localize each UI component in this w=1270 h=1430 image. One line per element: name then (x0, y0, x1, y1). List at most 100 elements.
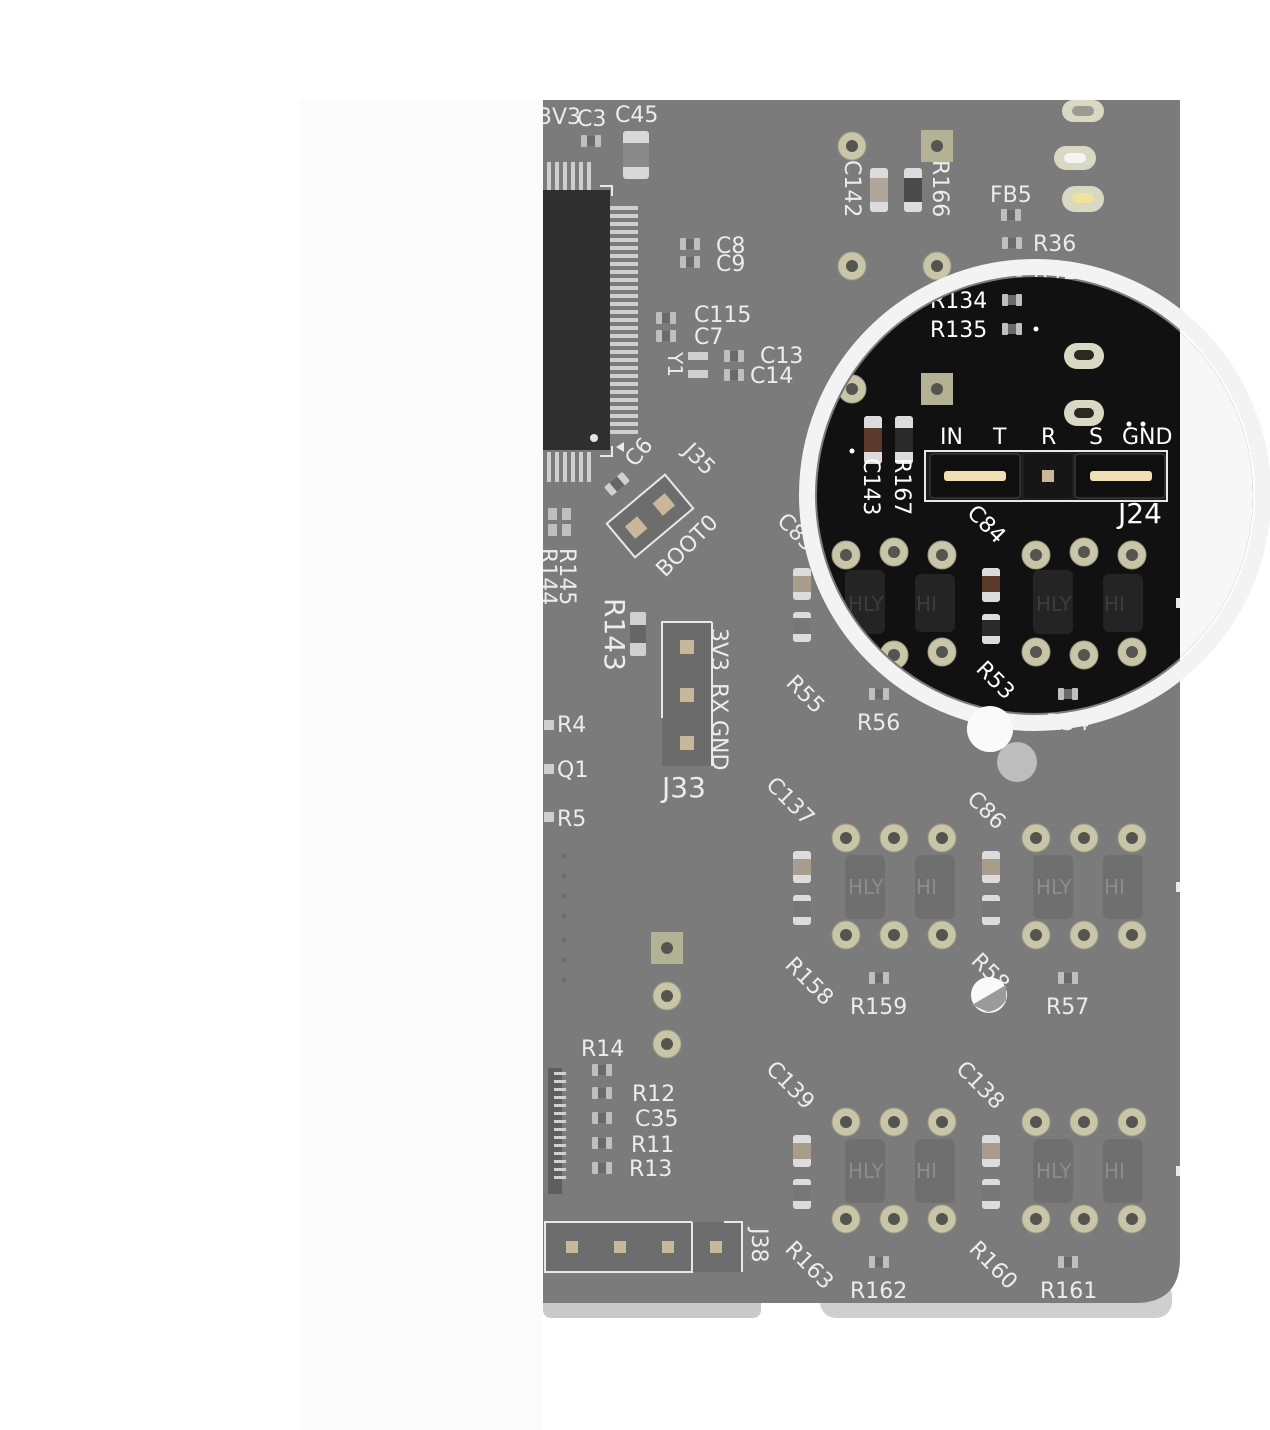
smd-c35 (592, 1112, 612, 1124)
label-c7: C7 (694, 325, 723, 350)
label-j24-gnd: GND (1122, 425, 1172, 450)
label-r144: R144 (535, 548, 560, 605)
label-c115: C115 (694, 303, 751, 328)
oval-pad-1 (1062, 100, 1104, 122)
label-j24-r: R (1041, 425, 1056, 450)
via-dots (561, 853, 567, 983)
label-r14: R14 (581, 1037, 624, 1062)
lens-oval-pad-a (1064, 343, 1104, 369)
mcu-pins-bottom (547, 452, 591, 482)
smd-r13 (592, 1162, 612, 1174)
relay-text-5: HLY (848, 1159, 885, 1183)
label-j24-s: S (1089, 425, 1103, 450)
connector-j38[interactable] (544, 1221, 743, 1273)
connector-j33[interactable] (661, 621, 713, 766)
label-j33: J33 (660, 771, 706, 804)
relay-text-6: HI (916, 1159, 937, 1183)
relay-row-1-outside (967, 706, 1013, 752)
label-r161: R161 (1040, 1279, 1097, 1304)
label-r5: R5 (557, 807, 586, 832)
label-r13: R13 (629, 1157, 672, 1182)
capacitor-c143 (864, 416, 882, 464)
relay-text-3: HLY (1036, 875, 1073, 899)
smd-c9 (680, 256, 700, 268)
crystal-y1-pad-a (688, 352, 708, 360)
resistor-r167 (895, 416, 913, 464)
smd-r11 (592, 1137, 612, 1149)
resistor-r166 (904, 168, 922, 212)
label-j33-3v3: 3V3 (706, 628, 731, 671)
label-r56: R56 (857, 711, 900, 736)
label-r4: R4 (557, 713, 586, 738)
label-r57: R57 (1046, 995, 1089, 1020)
label-j24-in: IN (940, 425, 963, 450)
label-q1: Q1 (557, 758, 588, 783)
label-r166: R166 (927, 160, 952, 217)
label-c142: C142 (839, 160, 864, 217)
jumper-j35[interactable] (605, 473, 695, 559)
label-j24: J24 (1116, 497, 1162, 530)
label-j38: J38 (746, 1226, 771, 1262)
smd-c8 (680, 238, 700, 250)
crystal-y1-pad-b (688, 370, 708, 378)
label-j33-rx: RX (706, 683, 731, 713)
smd-r145 (548, 508, 571, 536)
label-r167: R167 (889, 458, 914, 515)
label-3v3: 3V3 (538, 105, 581, 130)
label-j33-gnd: GND (706, 720, 731, 770)
smd-c7 (656, 330, 676, 342)
smd-fb5 (1001, 209, 1021, 221)
capacitor-c45 (623, 131, 649, 179)
label-fb5: FB5 (990, 183, 1032, 208)
via-c142-bottom (837, 251, 867, 281)
lens-relay-text-1: HLY (848, 592, 885, 616)
oval-pad-3 (1062, 186, 1104, 212)
relay-text-1: HLY (848, 875, 885, 899)
label-y1: Y1 (663, 351, 687, 377)
lens-relay-text-2: HI (916, 592, 937, 616)
label-r162: R162 (850, 1279, 907, 1304)
relay-text-2: HI (916, 875, 937, 899)
label-c13: C13 (760, 344, 803, 369)
smd-c14 (724, 369, 744, 381)
relay-text-7: HLY (1036, 1159, 1073, 1183)
relay-text-4: HI (1104, 875, 1125, 899)
label-c9: C9 (716, 252, 745, 277)
smd-c3 (581, 135, 601, 147)
pad-r4 (544, 720, 554, 730)
lens-relay-text-4: HI (1104, 592, 1125, 616)
edge-mark-2 (1176, 882, 1180, 892)
label-r135: R135 (930, 318, 987, 343)
smd-c115 (656, 312, 676, 324)
lens-halo (799, 259, 1270, 731)
label-r12: R12 (632, 1082, 675, 1107)
smd-c13 (724, 350, 744, 362)
pad-r5 (544, 812, 554, 822)
label-c35: C35 (635, 1107, 678, 1132)
fpc-pins (554, 1072, 566, 1179)
header-pin-2 (652, 981, 682, 1011)
mcu-pins-top (547, 162, 591, 190)
smd-r12 (592, 1087, 612, 1099)
pad-q1 (544, 764, 554, 774)
mounting-hole-shadow (997, 742, 1037, 782)
capacitor-c6 (604, 472, 630, 496)
header-pin-3 (652, 1029, 682, 1059)
header-pin-1 (651, 932, 683, 964)
lens-oval-pad-b (1064, 400, 1104, 426)
relay-text-8: HI (1104, 1159, 1125, 1183)
oval-pad-2 (1054, 146, 1096, 170)
label-r11: R11 (631, 1133, 674, 1158)
via-c142-top (837, 131, 867, 161)
mcu-pins-right (610, 206, 638, 434)
label-r159: R159 (850, 995, 907, 1020)
resistor-r143 (630, 612, 646, 656)
lens-relay-text-3: HLY (1036, 592, 1073, 616)
capacitor-c142 (870, 168, 888, 212)
label-j24-t: T (992, 425, 1007, 450)
background-panel (300, 100, 543, 1430)
label-c14: C14 (750, 364, 793, 389)
label-c8: C8 (716, 234, 745, 259)
label-r36: R36 (1033, 232, 1076, 257)
